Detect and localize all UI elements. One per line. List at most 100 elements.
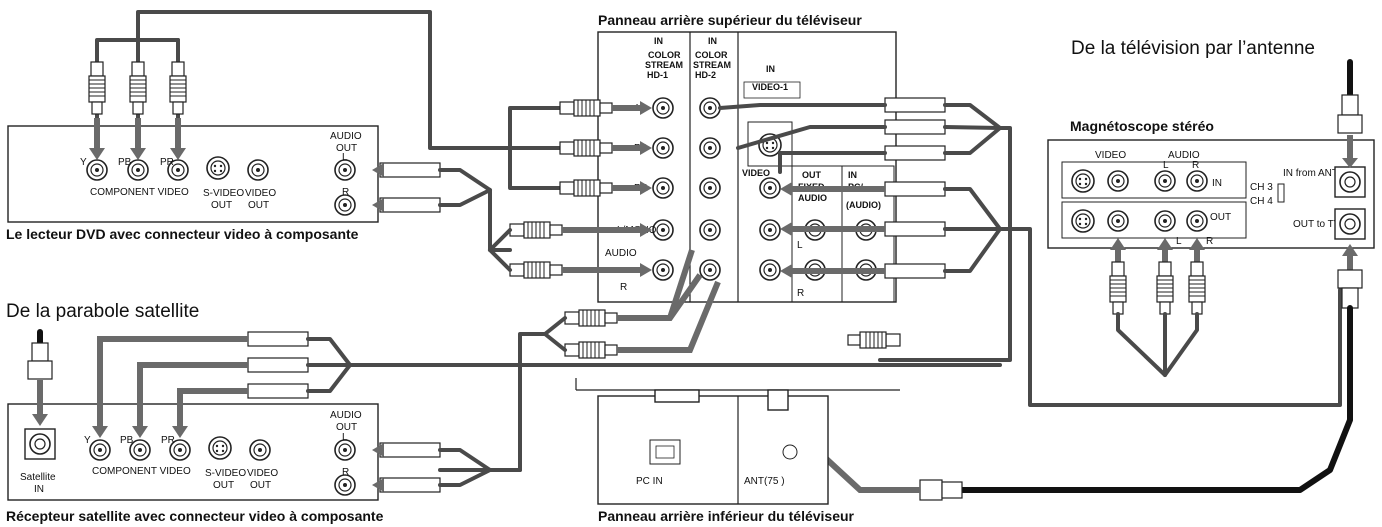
sat-l-label: L [342,432,348,443]
sat-pb-label: PB [120,435,134,446]
satellite-in-jack[interactable] [24,428,56,460]
sat-y-jack[interactable] [89,439,111,461]
tv-video1-r-jack[interactable] [759,259,781,281]
satellite-in2-label: IN [34,484,44,495]
tv-hd1-y-jack[interactable] [652,97,674,119]
dvd-svideo-jack[interactable] [206,156,230,180]
tv-in-video1-label: IN [766,64,775,74]
tv-hd2-pr-jack[interactable] [699,177,721,199]
tv-hd2-label: HD-2 [695,70,716,80]
sat-audio-out-label: OUT [336,422,357,433]
dvd-video-out-jack[interactable] [247,159,269,181]
satellite-component-cables [92,331,1002,438]
tv-in-hd1-label: IN [654,36,663,46]
sat-audio-l-jack[interactable] [334,439,356,461]
tv-pc-in-label: PC IN [636,476,663,487]
dvd-component-label: COMPONENT VIDEO [90,187,189,198]
tv-r2-label: R [797,288,804,299]
vcr-channel-switch[interactable] [1277,183,1285,203]
vcr-out-label: OUT [1210,212,1231,223]
tv-video-label: VIDEO [742,168,770,178]
dvd-svideo-out-label: OUT [211,200,232,211]
vcr-audio-label: AUDIO [1168,150,1200,161]
dvd-y-jack[interactable] [86,159,108,181]
sat-pr-label: PR [161,435,175,446]
dvd-pr-label: PR [160,157,174,168]
vcr-ch4-label: CH 4 [1250,196,1273,207]
tv-out-label: OUT [802,170,822,180]
satellite-receiver-body [7,403,379,501]
dvd-player-body [7,125,379,223]
tv-lower-panel-caption: Panneau arrière inférieur du téléviseur [598,508,854,524]
tv-hd1-pb-jack[interactable] [652,137,674,159]
tv-hd2-l-jack[interactable] [699,219,721,241]
vcr-body [1047,139,1375,249]
vcr: VIDEO AUDIO L R IN OUT L R CH 3 CH 4 IN … [1047,139,1375,249]
vcr-in-from-ant-jack[interactable] [1334,166,1366,198]
tv-video1-video-jack[interactable] [759,177,781,199]
dvd-audio-cables [372,162,901,349]
tv-video1-label: VIDEO-1 [752,82,788,92]
sat-y-label: Y [84,435,91,446]
dvd-video-label: VIDEO [245,188,276,199]
dvd-audio-l-jack[interactable] [334,159,356,181]
tv-upper-panel-caption: Panneau arrière supérieur du téléviseur [598,12,862,28]
tv-colorstream1-label: COLOR [648,50,681,60]
tv-l-label: L [797,240,803,251]
vcr-ch3-label: CH 3 [1250,182,1273,193]
sat-svideo-jack[interactable] [208,436,232,460]
ant-connector-icon [782,444,798,460]
tv-hd2-pb-jack[interactable] [699,137,721,159]
tv-hd1-r-jack[interactable] [652,259,674,281]
vcr-out-r-jack[interactable] [1186,210,1208,232]
tv-hd1-label: HD-1 [647,70,668,80]
tv-video1-l-jack[interactable] [759,219,781,241]
tv-hd2-r-jack[interactable] [699,259,721,281]
tv-hd1-pr-jack[interactable] [652,177,674,199]
vcr-r-label: R [1192,160,1199,171]
vcr-out-video-jack[interactable] [1107,210,1129,232]
tv-stream1-label: STREAM [645,60,683,70]
satellite-audio-cables [372,442,522,493]
satellite-receiver-caption: Récepteur satellite avec connecteur vide… [6,508,384,524]
vcr-in-l-jack[interactable] [1154,170,1176,192]
sat-audio-r-jack[interactable] [334,474,356,496]
dvd-player: Y PB PR COMPONENT VIDEO S-VIDEO OUT VIDE… [7,125,379,223]
vcr-in-r-jack[interactable] [1186,170,1208,192]
tv-lower-panel: PC IN ANT(75 ) [575,378,900,505]
sat-video-label: VIDEO [247,468,278,479]
sat-audio-label: AUDIO [330,410,362,421]
vcr-out-l-jack[interactable] [1154,210,1176,232]
dvd-component-cables [88,10,562,190]
satellite-in-label: Satellite [20,472,56,483]
vcr-in-svideo-jack[interactable] [1071,169,1095,193]
sat-svideo-out-label: OUT [213,480,234,491]
tv-upper-panel: IN IN COLOR STREAM HD-1 COLOR STREAM HD-… [597,31,897,303]
tv-r-label: R [620,282,627,293]
sat-video-out-jack[interactable] [249,439,271,461]
dvd-player-caption: Le lecteur DVD avec connecteur video à c… [6,226,359,242]
tv-audio-small-label: AUDIO [798,193,827,203]
vcr-out-to-tv-jack[interactable] [1334,208,1366,240]
satellite-audio-to-tv [438,249,721,472]
tv-hd2-y-jack[interactable] [699,97,721,119]
vcr-in-label: IN [1212,178,1222,189]
vcr-l2-label: L [1176,236,1182,247]
dvd-y-label: Y [80,157,87,168]
vcr-l-label: L [1163,160,1169,171]
sat-video-out-label: OUT [250,480,271,491]
vcr-in-video-jack[interactable] [1107,170,1129,192]
tv-colorstream2-label: COLOR [695,50,728,60]
dvd-svideo-label: S-VIDEO [203,188,244,199]
vcr-out-svideo-jack[interactable] [1071,209,1095,233]
dvd-audio-r-jack[interactable] [334,194,356,216]
vcr-video-label: VIDEO [1095,150,1126,161]
satellite-source-caption: De la parabole satellite [6,301,200,322]
vcr-out-cables [1109,238,1206,377]
vcr-tv-cables [718,97,1342,407]
tv-in-pc-label: IN [848,170,857,180]
tv-hd1-component-plugs [488,99,652,279]
vcr-r2-label: R [1206,236,1213,247]
tv-upper-panel-body [597,31,897,303]
